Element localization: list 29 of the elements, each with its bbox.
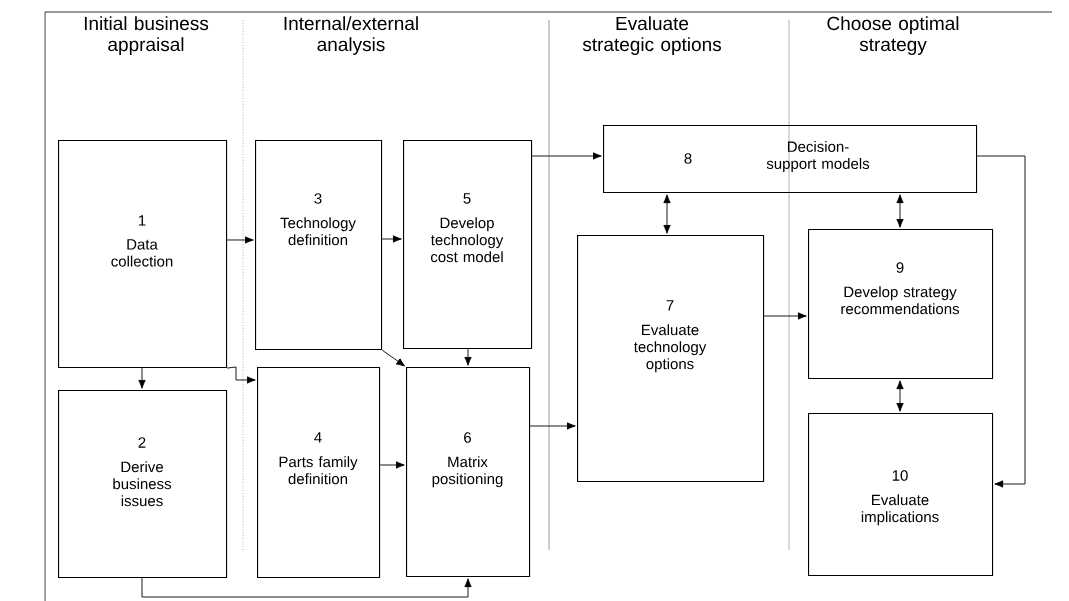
process-box: 7 Evaluate technology options [577,235,765,483]
arrow [663,194,671,234]
arrow [381,235,402,243]
column-heading: Initial business appraisal [84,16,209,55]
process-box: 4 Parts family definition [257,367,381,579]
arrow [226,236,254,244]
arrow [896,380,904,412]
arrow [529,422,576,430]
arrow [464,348,472,366]
process-box: 10 Evaluate implications [808,413,994,577]
arrow [763,312,807,320]
process-box: 3 Technology definition [255,140,383,351]
process-box: 8 Decision- support models [603,125,978,194]
arrow [976,155,1026,488]
column-heading: Internal/external analysis [284,16,418,55]
column-heading: Evaluate strategic options [582,16,721,55]
process-box: 1 Data collection [58,140,228,369]
column-heading: Choose optimal strategy [827,16,959,55]
arrow [226,366,256,384]
arrow [896,194,904,228]
arrow [141,577,472,598]
process-box: 5 Develop technology cost model [403,140,533,350]
process-box: 2 Derive business issues [58,390,228,579]
process-box: 6 Matrix positioning [406,367,531,578]
arrow [379,461,405,469]
arrow [138,367,146,389]
process-box: 9 Develop strategy recommendations [808,229,994,380]
arrow [381,349,406,367]
arrow [531,152,602,160]
